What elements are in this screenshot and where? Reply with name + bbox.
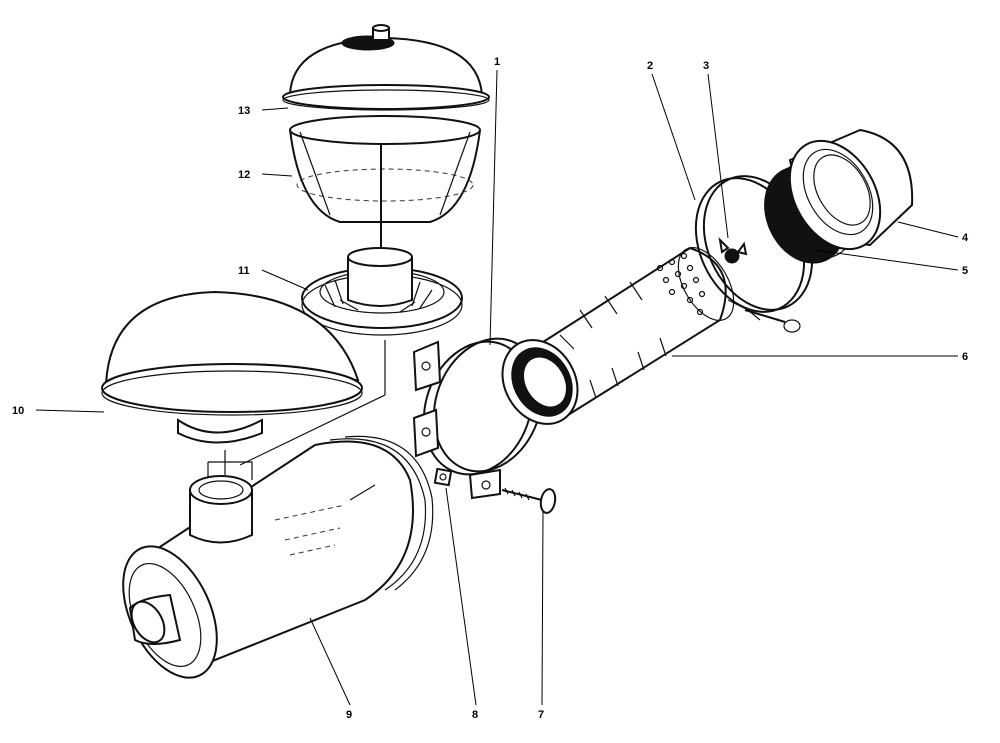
dust-bowl-drawing	[289, 115, 481, 260]
rain-cap-drawing	[101, 290, 363, 444]
callout-12: 12	[238, 169, 250, 181]
callout-5: 5	[962, 265, 968, 277]
precleaner-cover-drawing	[282, 24, 490, 111]
callout-labels: 13 12 11 10 1 2 3 4 5 6 9 8 7	[12, 56, 969, 721]
callout-9: 9	[346, 709, 352, 721]
filter-element-drawing	[501, 246, 735, 425]
callout-4: 4	[962, 232, 969, 244]
callout-11: 11	[238, 265, 250, 277]
callout-6: 6	[962, 351, 968, 363]
end-cap-drawing	[788, 128, 914, 251]
leader-lines	[35, 69, 959, 706]
perforation-pattern	[656, 252, 706, 316]
carriage-bolt-drawing	[501, 487, 557, 514]
wing-nut-drawing	[718, 237, 748, 264]
square-nut-drawing	[433, 467, 453, 487]
callout-3: 3	[703, 60, 709, 72]
air-cleaner-body-drawing	[122, 435, 434, 679]
callout-7: 7	[538, 709, 544, 721]
callout-8: 8	[472, 709, 478, 721]
callout-10: 10	[12, 405, 24, 417]
callout-1: 1	[494, 56, 500, 68]
callout-13: 13	[238, 105, 250, 117]
callout-2: 2	[647, 60, 653, 72]
precleaner-base-drawing	[301, 247, 463, 336]
